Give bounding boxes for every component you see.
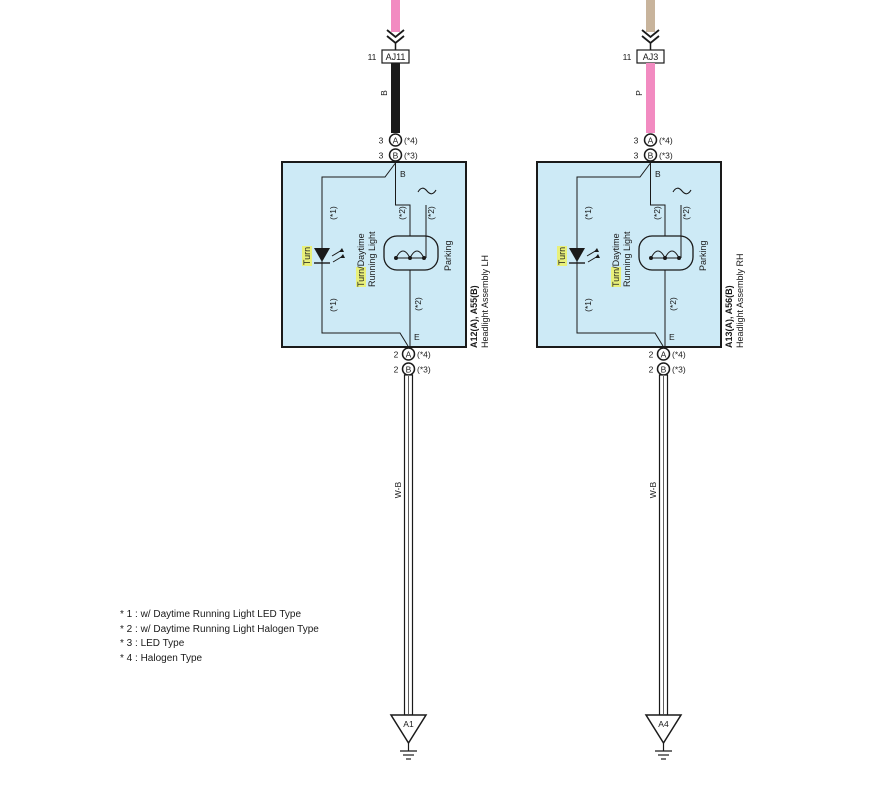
svg-text:A: A xyxy=(393,136,399,146)
svg-text:3: 3 xyxy=(379,136,384,146)
pin-circle xyxy=(401,347,416,361)
feed-wire-rh xyxy=(646,0,655,32)
bulb-icon xyxy=(383,187,439,271)
svg-text:B: B xyxy=(400,169,406,179)
feed-wire-lh xyxy=(391,0,400,32)
connector-label-lh: AJ11 xyxy=(386,52,406,62)
bulb-icon xyxy=(638,187,694,271)
headlight-unit-lh: AJ11 11 B A 3 (*4) B 3 (*3) xyxy=(281,0,490,760)
parking-label: Parking xyxy=(443,240,453,271)
svg-text:(*2): (*2) xyxy=(426,206,436,220)
connector-chevron-lh xyxy=(386,29,405,39)
tilde-icon xyxy=(417,187,437,195)
assembly-name-lh: Headlight Assembly LH xyxy=(480,255,490,348)
drl-label: Turn/Daytime xyxy=(611,233,621,287)
svg-text:(*2): (*2) xyxy=(668,297,678,311)
upper-wire-lh xyxy=(391,63,400,133)
svg-text:2: 2 xyxy=(394,350,399,360)
turn-label: Turn xyxy=(302,247,312,265)
assembly-code-lh: A12(A), A55(B) xyxy=(469,285,479,348)
svg-text:B: B xyxy=(393,151,399,161)
ground-icon xyxy=(644,714,683,760)
tilde-icon xyxy=(672,187,692,195)
svg-text:3: 3 xyxy=(379,151,384,161)
turn-label: Turn xyxy=(557,247,567,265)
svg-text:W-B: W-B xyxy=(393,481,403,498)
connector-chevron-rh xyxy=(641,29,660,39)
footnote: * 1 : w/ Daytime Running Light LED Type xyxy=(120,609,302,620)
svg-text:Running Light: Running Light xyxy=(367,231,377,287)
footnote: * 3 : LED Type xyxy=(120,638,185,649)
pin-circle xyxy=(388,133,403,147)
led-icon xyxy=(314,248,345,264)
connector-pin-lh: 11 xyxy=(368,52,377,62)
svg-text:2: 2 xyxy=(649,365,654,375)
pin-circle xyxy=(656,347,671,361)
upper-wire-color-lh: B xyxy=(379,90,389,96)
svg-text:(*4): (*4) xyxy=(417,350,431,360)
headlight-assembly-box-rh xyxy=(536,161,722,348)
svg-text:(*1): (*1) xyxy=(583,206,593,220)
connector-pin-rh: 11 xyxy=(623,52,632,62)
headlight-assembly-box-lh xyxy=(281,161,467,348)
svg-text:(*2): (*2) xyxy=(413,297,423,311)
svg-text:2: 2 xyxy=(394,365,399,375)
footnotes: * 1 : w/ Daytime Running Light LED Type … xyxy=(120,608,319,666)
led-icon xyxy=(569,248,600,264)
headlight-unit-rh: AJ3 11 P A 3 (*4) B 3 (*3) xyxy=(536,0,745,760)
svg-text:A: A xyxy=(406,350,412,360)
svg-text:Running Light: Running Light xyxy=(622,231,632,287)
assembly-code-rh: A13(A), A56(B) xyxy=(724,285,734,348)
svg-text:B: B xyxy=(406,365,412,375)
svg-text:(*3): (*3) xyxy=(417,365,431,375)
svg-text:E: E xyxy=(669,332,675,342)
svg-text:W-B: W-B xyxy=(648,481,658,498)
svg-text:(*1): (*1) xyxy=(328,298,338,312)
svg-text:B: B xyxy=(655,169,661,179)
ground-label-rh: A4 xyxy=(658,719,669,729)
svg-text:(*1): (*1) xyxy=(583,298,593,312)
svg-text:B: B xyxy=(661,365,667,375)
svg-text:(*3): (*3) xyxy=(404,151,418,161)
svg-text:3: 3 xyxy=(634,136,639,146)
svg-text:A: A xyxy=(661,350,667,360)
svg-text:(*3): (*3) xyxy=(659,151,673,161)
svg-text:(*4): (*4) xyxy=(672,350,686,360)
svg-text:(*2): (*2) xyxy=(652,206,662,220)
ground-icon xyxy=(389,714,428,760)
svg-text:2: 2 xyxy=(649,350,654,360)
pin-circle xyxy=(643,133,658,147)
footnote: * 4 : Halogen Type xyxy=(120,652,203,664)
upper-wire-rh xyxy=(646,63,655,133)
svg-text:A: A xyxy=(648,136,654,146)
svg-text:E: E xyxy=(414,332,420,342)
ground-label-lh: A1 xyxy=(403,719,414,729)
svg-text:B: B xyxy=(648,151,654,161)
footnote: * 2 : w/ Daytime Running Light Halogen T… xyxy=(120,623,319,635)
assembly-name-rh: Headlight Assembly RH xyxy=(735,253,745,348)
svg-text:(*2): (*2) xyxy=(681,206,691,220)
upper-wire-color-rh: P xyxy=(634,90,644,96)
parking-label: Parking xyxy=(698,240,708,271)
svg-text:(*2): (*2) xyxy=(397,206,407,220)
svg-text:(*4): (*4) xyxy=(659,136,673,146)
svg-text:(*3): (*3) xyxy=(672,365,686,375)
drl-label: Turn/Daytime xyxy=(356,233,366,287)
svg-text:3: 3 xyxy=(634,151,639,161)
svg-text:(*1): (*1) xyxy=(328,206,338,220)
connector-label-rh: AJ3 xyxy=(643,52,659,62)
svg-text:(*4): (*4) xyxy=(404,136,418,146)
